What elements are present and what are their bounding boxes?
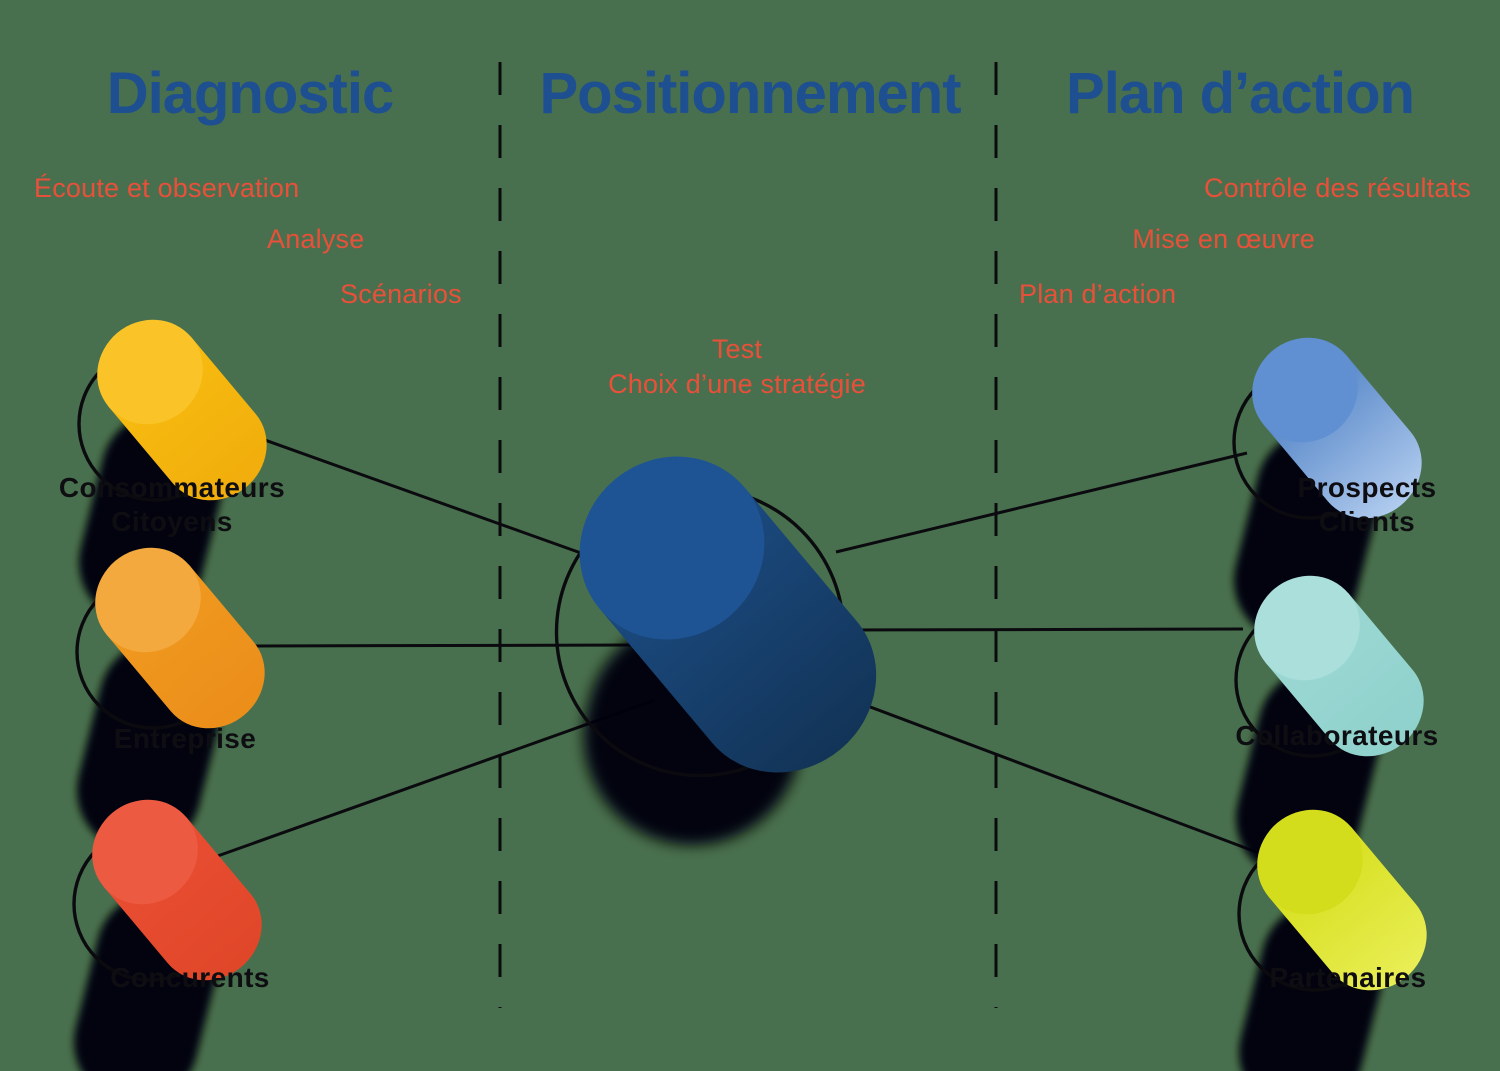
concurents-pin	[72, 799, 262, 1071]
consommateurs-citoyens-cylinder-face	[97, 319, 203, 425]
connector-hub-to-prospects-clients	[835, 451, 1248, 554]
concurents-cylinder-face	[92, 799, 198, 905]
hub-cylinder-face	[579, 456, 765, 640]
connector-hub-to-partenaires	[832, 691, 1268, 858]
prospects-clients-pin	[1232, 337, 1422, 643]
hub-pin	[554, 456, 877, 845]
connector-entreprise-to-hub	[236, 643, 656, 648]
collaborateurs-cylinder-face	[1254, 575, 1360, 681]
partenaires-cylinder-face	[1257, 809, 1363, 915]
entreprise-cylinder-face	[95, 547, 201, 653]
entreprise-pin	[75, 547, 265, 853]
connector-concurents-to-hub	[211, 698, 656, 860]
partenaires-pin	[1237, 809, 1427, 1071]
prospects-clients-cylinder-face	[1252, 337, 1358, 443]
connector-hub-to-collaborateurs	[844, 627, 1244, 632]
